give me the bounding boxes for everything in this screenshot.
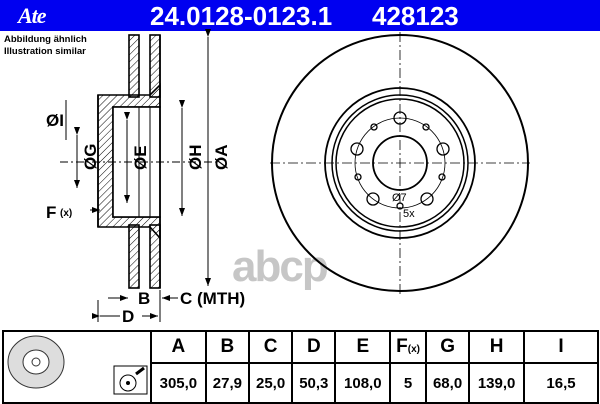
value-B: 27,9 bbox=[204, 362, 250, 404]
disc-illustration-cell bbox=[2, 330, 152, 404]
label-I: ØI bbox=[46, 111, 64, 130]
value-A: 305,0 bbox=[150, 362, 207, 404]
technical-drawing: ØI ØG ØE ØH ØA F (x) B C (MTH) D Ø7 5x bbox=[46, 29, 530, 326]
value-I: 16,5 bbox=[523, 362, 599, 404]
label-F-sub: (x) bbox=[60, 208, 72, 219]
header-B: B bbox=[204, 330, 250, 364]
value-E: 108,0 bbox=[334, 362, 392, 404]
dimension-lines bbox=[60, 29, 220, 322]
header-I: I bbox=[523, 330, 599, 364]
brake-disc-icon bbox=[7, 335, 148, 395]
header-C: C bbox=[247, 330, 294, 364]
label-hole-diameter: Ø7 bbox=[392, 192, 407, 204]
value-H: 139,0 bbox=[468, 362, 525, 404]
label-H: ØH bbox=[186, 145, 205, 171]
header-F-letter: F bbox=[396, 336, 408, 357]
header-E: E bbox=[334, 330, 392, 364]
value-G: 68,0 bbox=[424, 362, 471, 404]
part-number: 24.0128-0123.1 bbox=[150, 1, 333, 31]
value-C: 25,0 bbox=[247, 362, 294, 404]
header-H: H bbox=[468, 330, 525, 364]
label-hole-count: 5x bbox=[403, 208, 415, 220]
label-B: B bbox=[138, 289, 150, 308]
watermark: abcp bbox=[232, 242, 329, 291]
front-view bbox=[270, 32, 530, 294]
label-D: D bbox=[122, 307, 134, 326]
article-code: 428123 bbox=[372, 1, 459, 31]
header-F-sub: (x) bbox=[407, 344, 420, 355]
header-bar: Ate 24.0128-0123.1 428123 bbox=[0, 0, 600, 31]
value-D: 50,3 bbox=[291, 362, 337, 404]
label-E: ØE bbox=[131, 145, 150, 170]
header-G: G bbox=[424, 330, 471, 364]
note-en: Illustration similar bbox=[4, 46, 86, 57]
header-D: D bbox=[291, 330, 337, 364]
label-A: ØA bbox=[212, 145, 231, 171]
label-F: F bbox=[46, 203, 56, 222]
label-C: C (MTH) bbox=[180, 289, 245, 308]
header-F: F(x) bbox=[389, 330, 427, 364]
ate-logo: Ate bbox=[18, 3, 47, 28]
value-F: 5 bbox=[389, 362, 427, 404]
note-de: Abbildung ähnlich bbox=[4, 34, 87, 45]
label-G: ØG bbox=[81, 144, 100, 170]
dimensions-table: A B C D E F(x) G H I 305,0 27,9 25,0 50,… bbox=[2, 330, 599, 404]
illustration-note: Abbildung ähnlich Illustration similar bbox=[4, 34, 87, 58]
header-A: A bbox=[150, 330, 207, 364]
